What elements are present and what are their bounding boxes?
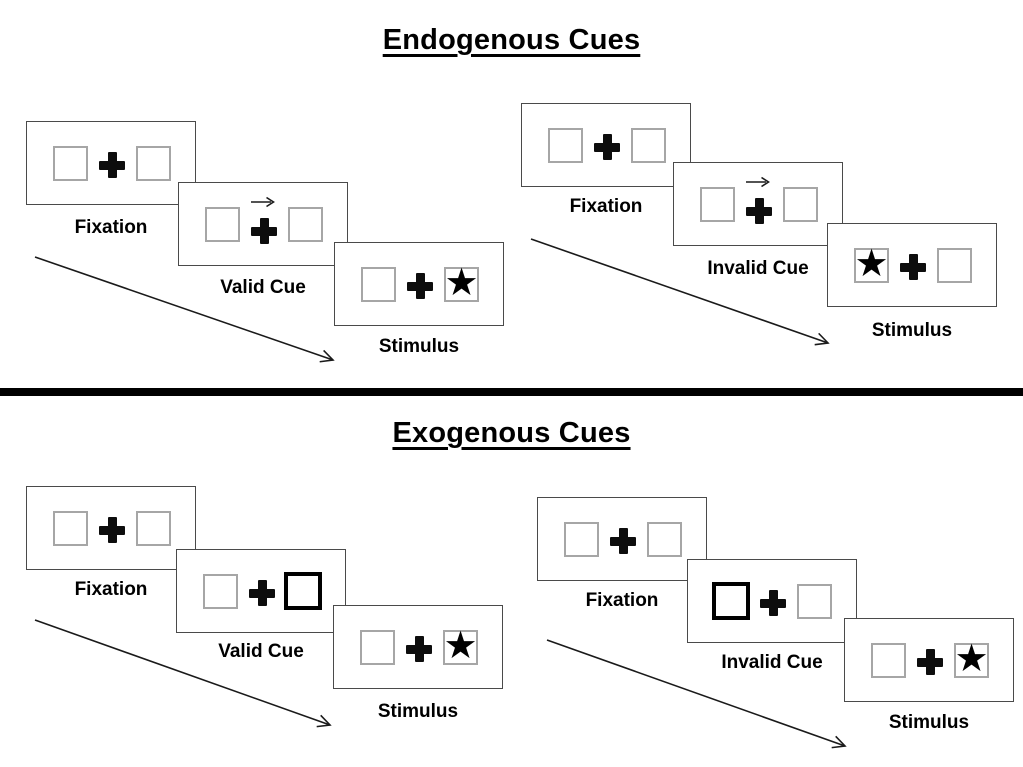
right-placeholder-box — [797, 584, 832, 619]
panel-endogenous-invalid-cue — [673, 162, 843, 246]
fixation-cross-icon — [251, 218, 277, 244]
panel-endogenous-valid-cue — [178, 182, 348, 266]
left-placeholder-box — [871, 643, 906, 678]
panel-label-stimulus: Stimulus — [871, 320, 953, 341]
right-placeholder-box — [937, 248, 972, 283]
left-placeholder-box — [53, 511, 88, 546]
right-placeholder-box — [136, 146, 171, 181]
left-placeholder-box — [564, 522, 599, 557]
right-placeholder-box — [783, 187, 818, 222]
fixation-cross-icon — [760, 590, 786, 616]
fixation-cross-icon — [610, 528, 636, 554]
timeline-arrow-exogenous-valid — [34, 619, 332, 728]
right-placeholder-box — [647, 522, 682, 557]
fixation-cross-icon — [594, 134, 620, 160]
fixation-cross-icon — [99, 152, 125, 178]
fixation-cross-icon — [746, 198, 772, 224]
target-star-icon: ★ — [854, 243, 889, 285]
fixation-cross-icon — [249, 580, 275, 606]
panel-label-stimulus: Stimulus — [378, 336, 460, 357]
panel-label-stimulus: Stimulus — [377, 701, 459, 722]
right-target-box: ★ — [443, 625, 478, 667]
panel-endogenous-valid-fixation — [26, 121, 196, 205]
panel-exogenous-invalid-cue — [687, 559, 857, 643]
left-placeholder-box — [361, 267, 396, 302]
panel-label-fixation: Fixation — [74, 579, 148, 600]
highlighted-cue-box-right — [284, 572, 322, 610]
right-placeholder-box — [288, 207, 323, 242]
fixation-cross-icon — [917, 649, 943, 675]
panel-exogenous-invalid-stimulus: ★ — [844, 618, 1014, 702]
panel-exogenous-valid-cue — [176, 549, 346, 633]
left-target-box: ★ — [854, 243, 889, 285]
panel-label-invalid-cue: Invalid Cue — [721, 652, 823, 673]
right-placeholder-box — [631, 128, 666, 163]
left-placeholder-box — [203, 574, 238, 609]
panel-endogenous-invalid-fixation — [521, 103, 691, 187]
panel-endogenous-valid-stimulus: ★ — [334, 242, 504, 326]
panel-endogenous-invalid-stimulus: ★ — [827, 223, 997, 307]
target-star-icon: ★ — [444, 262, 479, 304]
left-placeholder-box — [205, 207, 240, 242]
panel-label-stimulus: Stimulus — [888, 712, 970, 733]
left-placeholder-box — [548, 128, 583, 163]
section-title-exogenous: Exogenous Cues — [392, 417, 631, 449]
left-placeholder-box — [700, 187, 735, 222]
right-target-box: ★ — [954, 638, 989, 680]
panel-label-fixation: Fixation — [585, 590, 659, 611]
panel-label-fixation: Fixation — [569, 196, 643, 217]
panel-label-valid-cue: Valid Cue — [218, 641, 304, 662]
panel-exogenous-invalid-fixation — [537, 497, 707, 581]
left-placeholder-box — [53, 146, 88, 181]
timeline-arrow-endogenous-valid — [34, 256, 335, 363]
highlighted-cue-box-left — [712, 582, 750, 620]
section-title-endogenous: Endogenous Cues — [382, 24, 641, 56]
cue-arrow-right-icon — [251, 196, 275, 208]
cue-arrow-right-icon — [746, 176, 770, 188]
panel-exogenous-valid-fixation — [26, 486, 196, 570]
right-target-box: ★ — [444, 262, 479, 304]
target-star-icon: ★ — [954, 638, 989, 680]
target-star-icon: ★ — [443, 625, 478, 667]
left-placeholder-box — [360, 630, 395, 665]
fixation-cross-icon — [900, 254, 926, 280]
fixation-cross-icon — [406, 636, 432, 662]
panel-exogenous-valid-stimulus: ★ — [333, 605, 503, 689]
panel-label-fixation: Fixation — [74, 217, 148, 238]
right-placeholder-box — [136, 511, 171, 546]
panel-label-invalid-cue: Invalid Cue — [707, 258, 809, 279]
timeline-arrow-endogenous-invalid — [530, 238, 830, 346]
fixation-cross-icon — [99, 517, 125, 543]
fixation-cross-icon — [407, 273, 433, 299]
section-divider — [0, 388, 1023, 396]
panel-label-valid-cue: Valid Cue — [220, 277, 306, 298]
